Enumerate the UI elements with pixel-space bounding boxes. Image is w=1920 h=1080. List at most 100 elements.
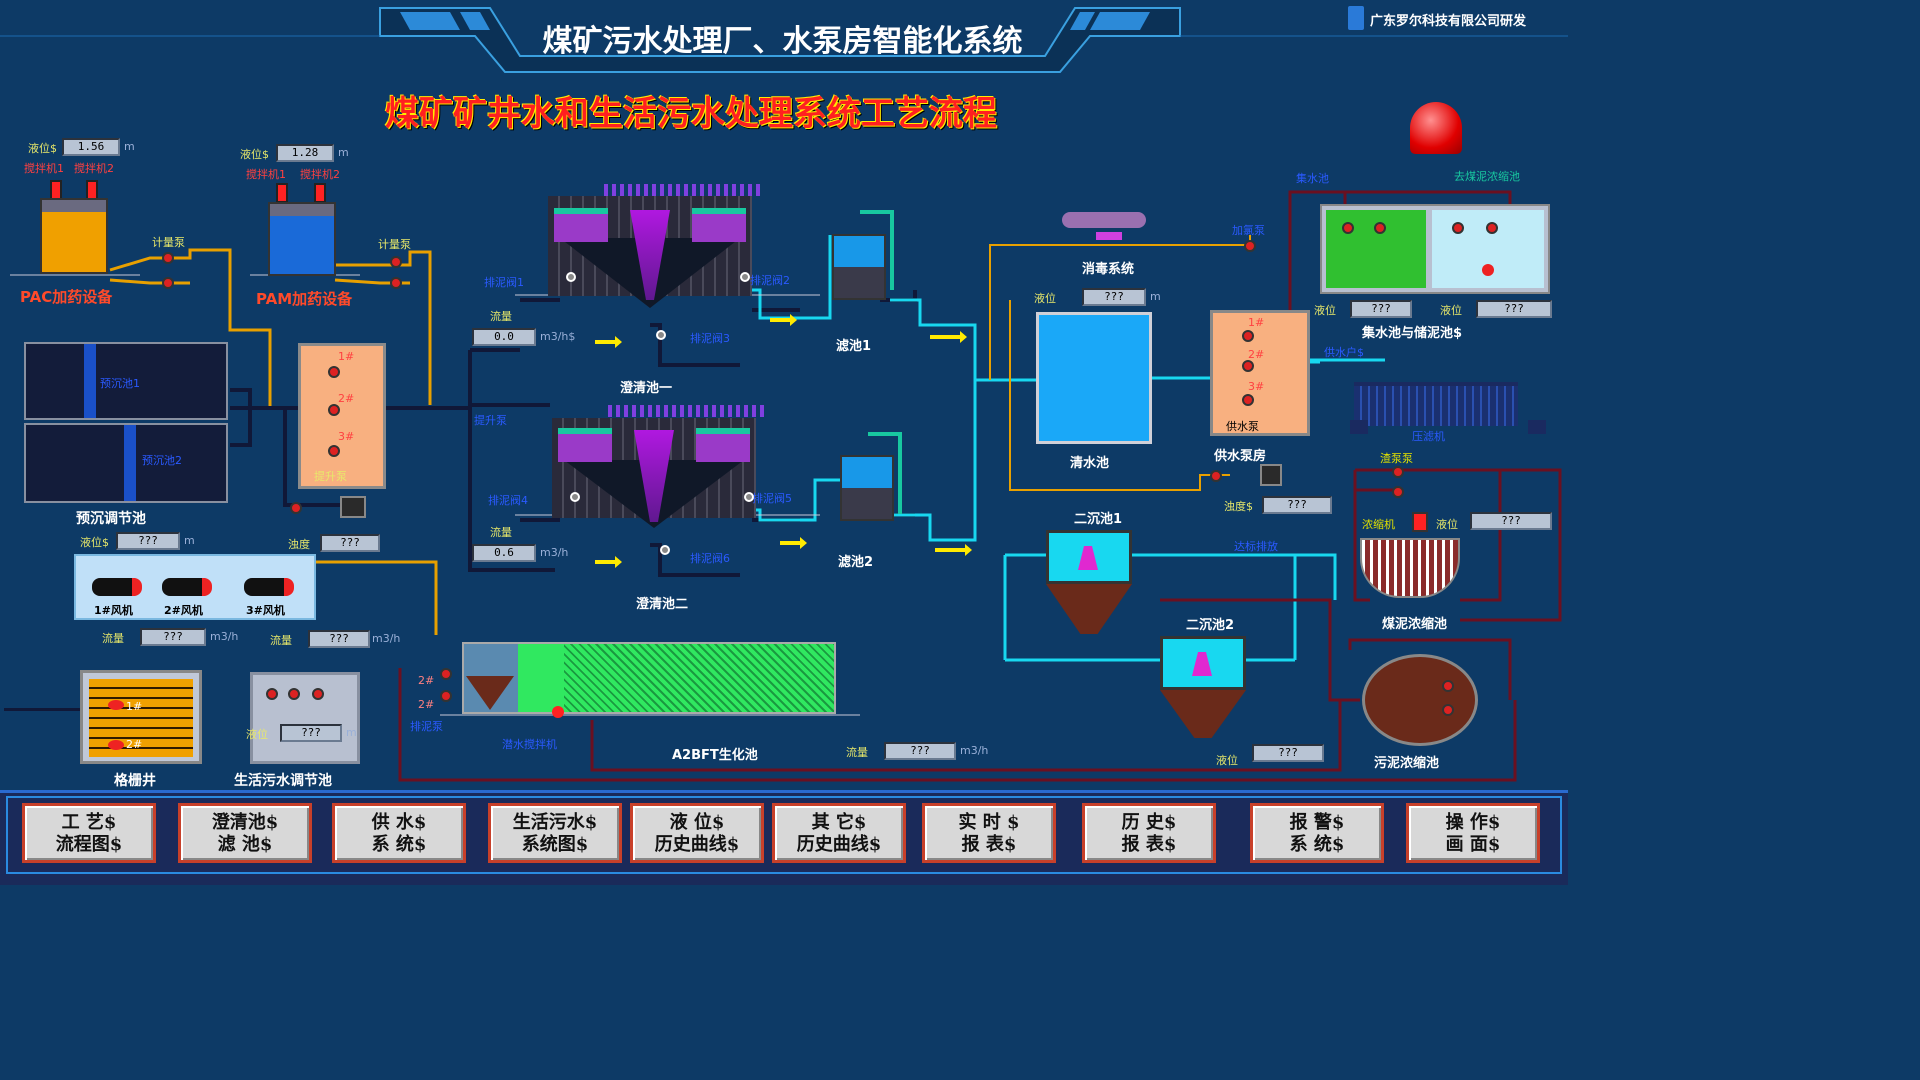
nav-button-line1: 报 警$ [1289,812,1345,833]
clarifier2-drain6-valve-icon[interactable] [660,545,670,555]
sludge-store-label: 集水池与储泥池$ [1362,326,1463,341]
sludge-level-label: 液位 [1440,304,1462,317]
bio-mixer-icon[interactable] [552,706,564,718]
blower-flow2-label: 流量 [270,634,292,647]
nav-alarm-system-button[interactable]: 报 警$系 统$ [1250,803,1384,863]
nav-button-line1: 澄清池$ [211,812,279,833]
sludge-thickener-pump1-icon[interactable] [1442,680,1454,692]
grid2-label: 2# [126,738,143,751]
secondary-level-label: 液位 [1216,754,1238,767]
collect-pump1-icon[interactable] [1342,222,1354,234]
domestic-level-value: ??? [280,724,342,742]
disinfect-unit-icon[interactable] [1062,212,1146,228]
pam-mixer2-icon[interactable] [314,183,326,203]
clarifier2-drain5-valve-icon[interactable] [744,492,754,502]
collect-level-value: ??? [1350,300,1412,318]
alarm-light-icon[interactable] [1410,102,1462,154]
nav-domestic-sewage-button[interactable]: 生活污水$系统图$ [488,803,622,863]
clarifier2-drain4-valve-icon[interactable] [570,492,580,502]
lift-pump1-icon[interactable] [328,366,340,378]
clarifier1-drain1-label: 排泥阀1 [484,276,524,289]
slurry-pump1-icon[interactable] [1392,466,1404,478]
nav-history-report-button[interactable]: 历 史$报 表$ [1082,803,1216,863]
pam-meter-pump1-icon[interactable] [390,256,402,268]
nav-other-history-button[interactable]: 其 它$历史曲线$ [772,803,906,863]
pac-meter-pump2-icon[interactable] [162,277,174,289]
slurry-pump2-icon[interactable] [1392,486,1404,498]
pac-meter-pump1-icon[interactable] [162,252,174,264]
collect-level-label: 液位 [1314,304,1336,317]
domestic-level-label: 液位 [246,728,268,741]
nav-button-line2: 系 统$ [371,834,427,855]
sludge-thickener-pump2-icon[interactable] [1442,704,1454,716]
clarifier1-drain3-label: 排泥阀3 [690,332,730,345]
clarifier1-drain2-label: 排泥阀2 [750,274,790,287]
pac-mixer1-icon[interactable] [50,180,62,200]
nav-button-line1: 其 它$ [811,812,867,833]
bio-pump2-icon[interactable] [440,690,452,702]
domestic-pump3-icon[interactable] [312,688,324,700]
presettle-pool1-divider [84,344,96,418]
clean-level-label: 液位 [1034,292,1056,305]
nav-water-supply-button[interactable]: 供 水$系 统$ [332,803,466,863]
bio-pump1-icon[interactable] [440,668,452,680]
blower-flow2-unit: m3/h [372,632,401,645]
nav-button-line2: 报 表$ [961,834,1017,855]
chlorine-pump-label: 加氯泵 [1232,224,1265,237]
blower-flow1-value: ??? [140,628,206,646]
blower-flow2-value: ??? [308,630,370,648]
nav-realtime-report-button[interactable]: 实 时 $报 表$ [922,803,1056,863]
lift-pump3-label: 3# [338,430,355,443]
blower2-icon[interactable] [162,578,212,596]
presettle-level-label: 液位$ [80,536,109,549]
pam-meter-pump2-icon[interactable] [390,277,402,289]
pac-mixer2-icon[interactable] [86,180,98,200]
clarifier1-drain1-valve-icon[interactable] [566,272,576,282]
lift-pump3-icon[interactable] [328,445,340,457]
sludge-pump2-icon[interactable] [1486,222,1498,234]
supply-pump2-label: 2# [1248,348,1265,361]
pac-level-unit: m [124,140,135,153]
blower1-label: 1#风机 [94,604,133,617]
nav-button-line1: 操 作$ [1445,812,1501,833]
nav-operation-screen-button[interactable]: 操 作$画 面$ [1406,803,1540,863]
bio-pump1-label: 2# [418,674,435,687]
lift-pump2-icon[interactable] [328,404,340,416]
domestic-pump2-icon[interactable] [288,688,300,700]
sludge-pump1-icon[interactable] [1452,222,1464,234]
clarifier1-drain2-valve-icon[interactable] [740,272,750,282]
nav-process-flow-button[interactable]: 工 艺$流程图$ [22,803,156,863]
supply-pump3-icon[interactable] [1242,394,1254,406]
secondary-flow-value: ??? [884,742,956,760]
nav-level-history-button[interactable]: 液 位$历史曲线$ [630,803,764,863]
chlorine-pump-icon[interactable] [1244,240,1256,252]
nav-clarifier-filter-button[interactable]: 澄清池$滤 池$ [178,803,312,863]
grid1-motor-icon[interactable] [108,700,124,710]
secondary-level-value: ??? [1252,744,1324,762]
turbidity-pump-icon[interactable] [290,502,302,514]
blower1-icon[interactable] [92,578,142,596]
grid-label: 格栅井 [114,773,156,789]
supply-pump2-icon[interactable] [1242,360,1254,372]
nav-button-line1: 液 位$ [669,812,725,833]
pam-label: PAM加药设备 [256,290,353,308]
supply-turb-pump-icon[interactable] [1210,470,1222,482]
supply-pump1-icon[interactable] [1242,330,1254,342]
pac-level-value: 1.56 [62,138,120,156]
filter-press-icon[interactable] [1354,382,1518,426]
nav-button-line2: 滤 池$ [217,834,273,855]
nav-button-line2: 流程图$ [55,834,123,855]
nav-button-line2: 画 面$ [1445,834,1501,855]
pam-level-unit: m [338,146,349,159]
clarifier2-hl [558,428,612,462]
supply-turb-meter-icon [1260,464,1282,486]
coal-thickener-motor-icon[interactable] [1412,512,1428,532]
pam-mixer1-icon[interactable] [276,183,288,203]
blower3-icon[interactable] [244,578,294,596]
domestic-pump1-icon[interactable] [266,688,278,700]
presettle-turbidity-label: 浊度 [288,538,310,551]
blower3-label: 3#风机 [246,604,285,617]
collect-pump2-icon[interactable] [1374,222,1386,234]
clarifier1-drain3-valve-icon[interactable] [656,330,666,340]
grid2-motor-icon[interactable] [108,740,124,750]
